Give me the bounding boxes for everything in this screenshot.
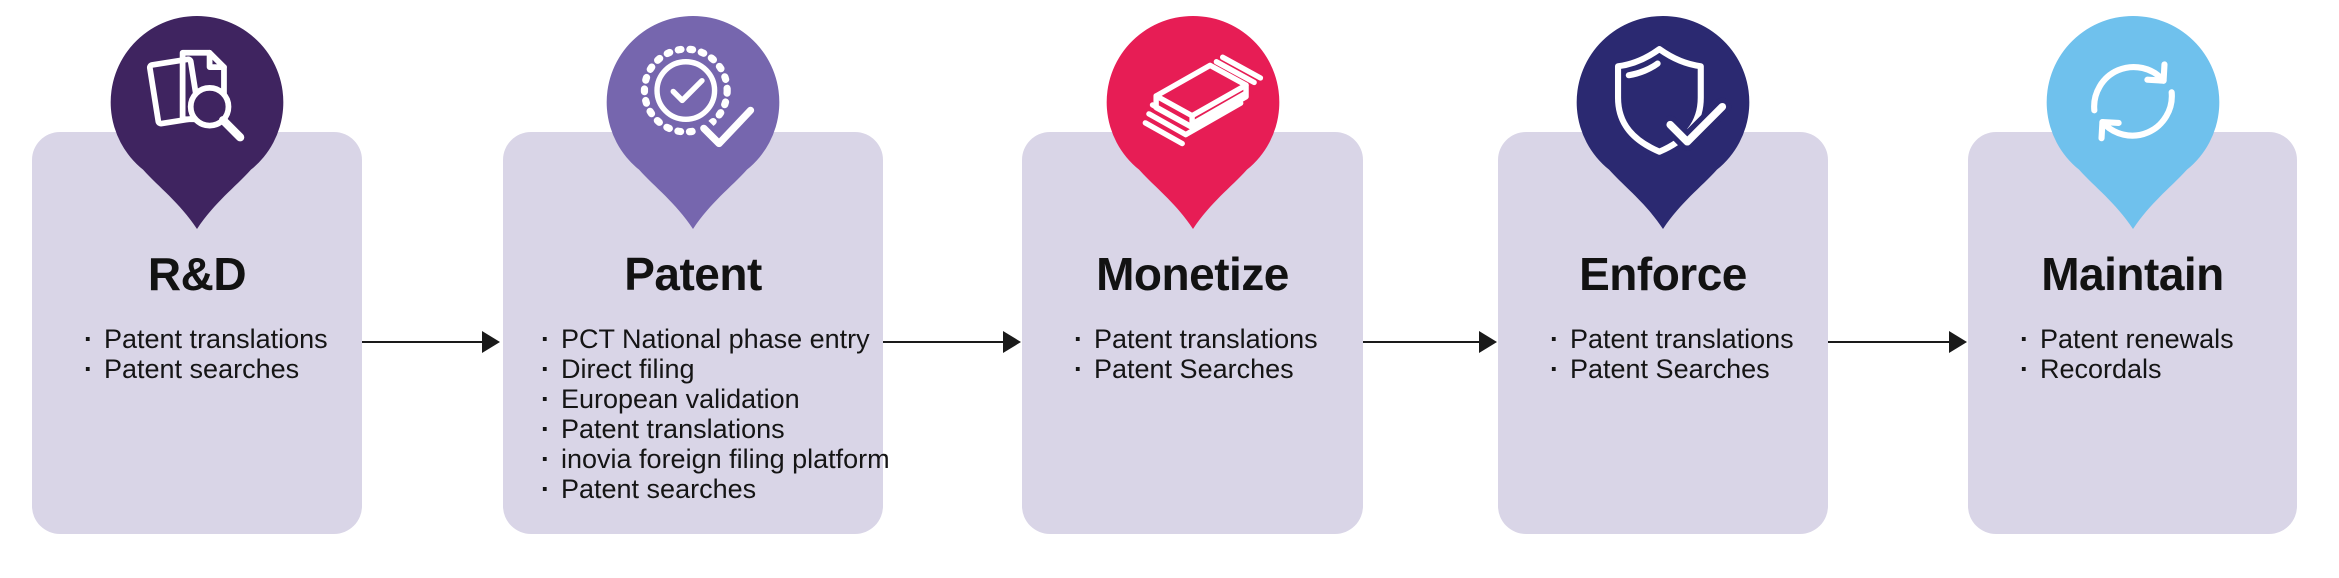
- bullet-list: · PCT National phase entry · Direct fili…: [503, 324, 890, 504]
- bullet-dot: ·: [84, 354, 93, 385]
- bullet-dot: ·: [541, 324, 550, 355]
- bullet-dot: ·: [541, 414, 550, 445]
- list-item: · Patent translations: [1550, 324, 1818, 354]
- bullet-text: Patent searches: [104, 354, 300, 385]
- patent-map-pin: [606, 15, 780, 229]
- list-item: · Patent Searches: [1550, 354, 1818, 384]
- bullet-list: · Patent translations · Patent searches: [32, 324, 362, 384]
- bullet-dot: ·: [2020, 324, 2029, 355]
- bullet-dot: ·: [541, 444, 550, 475]
- bullet-dot: ·: [1550, 354, 1559, 385]
- bullet-dot: ·: [1074, 354, 1083, 385]
- bullet-text: Recordals: [2040, 354, 2162, 385]
- map-pin-shape: [2046, 15, 2219, 229]
- bullet-dot: ·: [84, 324, 93, 355]
- stage-title: Monetize: [1096, 248, 1289, 300]
- flow-arrow-4: [1828, 331, 1967, 353]
- bullet-text: PCT National phase entry: [561, 324, 870, 355]
- sync-arrows-icon: [2090, 61, 2175, 142]
- rd-map-pin: [110, 15, 284, 229]
- list-item: · Direct filing: [541, 354, 873, 384]
- bullet-text: Patent Searches: [1570, 354, 1770, 385]
- bullet-list: · Patent renewals · Recordals: [1968, 324, 2297, 384]
- bullet-text: Patent translations: [1094, 324, 1318, 355]
- certified-seal-check-icon: [640, 45, 760, 153]
- bullet-text: European validation: [561, 384, 800, 415]
- monetize-map-pin: [1106, 15, 1279, 229]
- flow-arrow-3: [1363, 331, 1497, 353]
- flow-arrow-1: [362, 331, 500, 353]
- list-item: · inovia foreign filing platform: [541, 444, 890, 475]
- flow-arrow-2: [883, 331, 1021, 353]
- bullet-dot: ·: [2020, 354, 2029, 385]
- bullet-dot: ·: [541, 384, 550, 415]
- documents-search-icon: [146, 49, 245, 142]
- list-item: · European validation: [541, 384, 873, 414]
- list-item: · Patent Searches: [1074, 354, 1353, 384]
- bullet-text: Patent Searches: [1094, 354, 1294, 385]
- bullet-list: · Patent translations · Patent Searches: [1498, 324, 1828, 384]
- bullet-text: Patent translations: [1570, 324, 1794, 355]
- stage-card-monetize: Monetize · Patent translations · Patent …: [1022, 15, 1363, 534]
- stage-card-rd: R&D · Patent translations · Patent searc…: [32, 15, 362, 534]
- map-pin-shape: [606, 15, 780, 229]
- enforce-map-pin: [1576, 15, 1750, 229]
- list-item: · Patent translations: [541, 414, 873, 444]
- bullet-text: Patent searches: [561, 474, 757, 505]
- list-item: · Recordals: [2020, 354, 2287, 384]
- map-pin-shape: [110, 15, 284, 229]
- map-pin-shape: [1576, 15, 1750, 229]
- bullet-text: Patent translations: [561, 414, 785, 445]
- stage-title: Maintain: [2041, 248, 2224, 300]
- bullet-list: · Patent translations · Patent Searches: [1022, 324, 1363, 384]
- bullet-dot: ·: [541, 354, 550, 385]
- bullet-dot: ·: [1550, 324, 1559, 355]
- bullet-dot: ·: [541, 474, 550, 505]
- money-stack-icon: [1142, 54, 1263, 147]
- stage-title: R&D: [147, 248, 247, 300]
- stage-card-patent: Patent · PCT National phase entry · Dire…: [503, 15, 890, 534]
- bullet-text: Patent renewals: [2040, 324, 2234, 355]
- list-item: · PCT National phase entry: [541, 324, 873, 354]
- list-item: · Patent translations: [1074, 324, 1353, 354]
- list-item: · Patent renewals: [2020, 324, 2287, 354]
- stage-card-maintain: Maintain · Patent renewals · Recordals: [1968, 15, 2297, 534]
- bullet-text: Patent translations: [104, 324, 328, 355]
- shield-check-icon: [1614, 46, 1732, 155]
- maintain-map-pin: [2046, 15, 2219, 229]
- map-pin-shape: [1106, 15, 1279, 229]
- list-item: · Patent searches: [84, 354, 352, 384]
- bullet-text: inovia foreign filing platform: [561, 444, 890, 475]
- list-item: · Patent translations: [84, 324, 352, 354]
- stage-title: Enforce: [1579, 248, 1747, 300]
- bullet-text: Direct filing: [561, 354, 695, 385]
- stage-title: Patent: [624, 248, 762, 300]
- stage-card-enforce: Enforce · Patent translations · Patent S…: [1498, 15, 1828, 534]
- list-item: · Patent searches: [541, 474, 873, 504]
- bullet-dot: ·: [1074, 324, 1083, 355]
